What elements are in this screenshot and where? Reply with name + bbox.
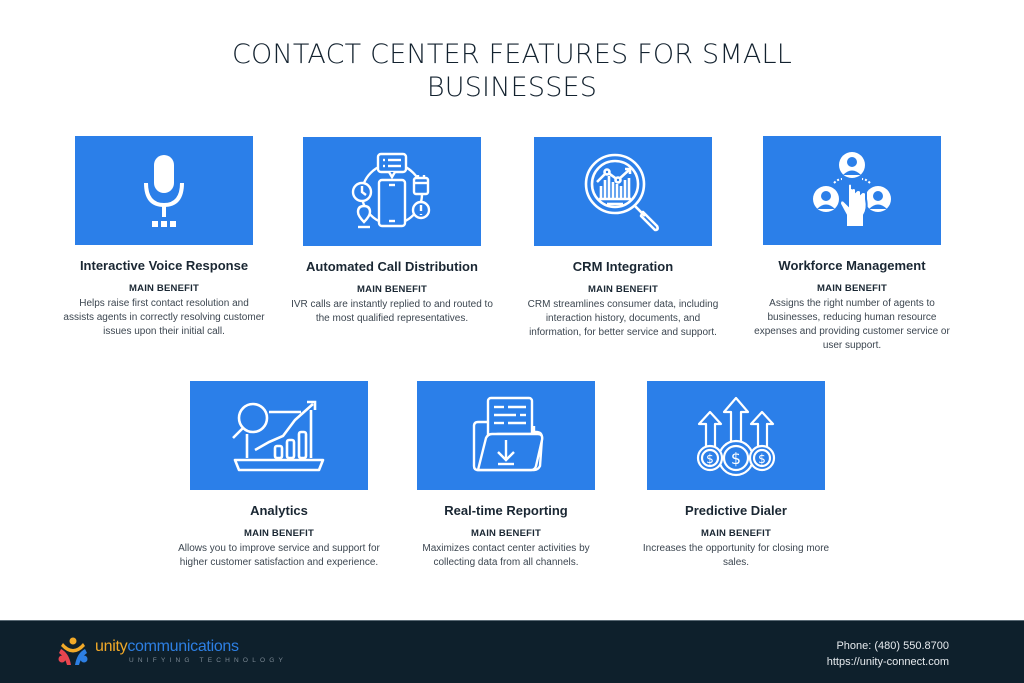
feature-description: CRM streamlines consumer data, including…: [527, 299, 719, 338]
main-benefit-label: MAIN BENEFIT: [817, 283, 887, 294]
icon-box: [534, 137, 712, 246]
feature-card-workforce: Workforce Management MAIN BENEFIT Assign…: [754, 136, 950, 353]
main-benefit-label: MAIN BENEFIT: [471, 528, 541, 539]
analytics-laptop-icon: [232, 400, 325, 471]
feature-description: Increases the opportunity for closing mo…: [642, 543, 830, 568]
feature-description: Maximizes contact center activities by c…: [422, 543, 590, 568]
team-selection-icon: [813, 151, 891, 228]
feature-card-dialer: $ $ $ Predictive Dialer MAIN BENEFIT Inc…: [643, 381, 829, 570]
main-benefit-label: MAIN BENEFIT: [588, 284, 658, 295]
unity-people-logo-icon: [58, 637, 88, 665]
feature-description: Allows you to improve service and suppor…: [178, 543, 380, 568]
icon-box: [417, 381, 595, 490]
magnifier-chart-icon: [584, 153, 659, 231]
website-link[interactable]: https://unity-connect.com: [826, 656, 949, 668]
icon-box: [303, 137, 481, 246]
title-line-2: BUSINESSES: [426, 72, 598, 103]
footer: unitycommunications UNIFYING TECHNOLOGY …: [0, 620, 1024, 683]
company-tagline: UNIFYING TECHNOLOGY: [129, 657, 288, 664]
feature-card-analytics: Analytics MAIN BENEFIT Allows you to imp…: [178, 381, 380, 570]
call-distribution-icon: [351, 152, 431, 228]
page-title: CONTACT CENTER FEATURES FOR SMALL BUSINE…: [0, 38, 1024, 104]
feature-title: Interactive Voice Response: [79, 258, 249, 273]
feature-title: Predictive Dialer: [685, 503, 787, 518]
icon-box: [75, 136, 253, 245]
icon-box: [190, 381, 368, 490]
company-logo[interactable]: unitycommunications UNIFYING TECHNOLOGY: [57, 635, 287, 667]
feature-title: Workforce Management: [778, 258, 926, 273]
feature-card-ivr: Interactive Voice Response MAIN BENEFIT …: [63, 136, 265, 339]
feature-title: Analytics: [250, 503, 308, 518]
feature-card-reporting: Real-time Reporting MAIN BENEFIT Maximiz…: [417, 381, 595, 570]
main-benefit-label: MAIN BENEFIT: [129, 283, 199, 294]
feature-description: Helps raise first contact resolution and…: [63, 298, 265, 337]
feature-card-acd: Automated Call Distribution MAIN BENEFIT…: [291, 137, 493, 326]
folder-download-icon: [472, 396, 544, 471]
feature-card-crm: CRM Integration MAIN BENEFIT CRM streaml…: [528, 137, 718, 340]
main-benefit-label: MAIN BENEFIT: [357, 284, 427, 295]
feature-title: CRM Integration: [572, 259, 674, 274]
feature-title: Real-time Reporting: [444, 503, 568, 518]
feature-description: IVR calls are instantly replied to and r…: [291, 299, 493, 324]
feature-description: Assigns the right number of agents to bu…: [754, 298, 950, 351]
icon-box: $ $ $: [647, 381, 825, 490]
contact-info: Phone: (480) 550.8700 https://unity-conn…: [827, 638, 949, 670]
feature-title: Automated Call Distribution: [306, 259, 478, 274]
company-name: unitycommunications: [95, 638, 239, 655]
dollar-growth-icon: $ $ $: [696, 396, 776, 476]
svg-text:$: $: [731, 449, 741, 468]
phone-number: Phone: (480) 550.8700: [836, 640, 949, 652]
microphone-icon: [144, 154, 184, 227]
svg-text:$: $: [706, 452, 714, 466]
main-benefit-label: MAIN BENEFIT: [701, 528, 771, 539]
main-benefit-label: MAIN BENEFIT: [244, 528, 314, 539]
title-line-1: CONTACT CENTER FEATURES FOR SMALL: [231, 39, 793, 70]
icon-box: [763, 136, 941, 245]
svg-text:$: $: [758, 452, 766, 466]
